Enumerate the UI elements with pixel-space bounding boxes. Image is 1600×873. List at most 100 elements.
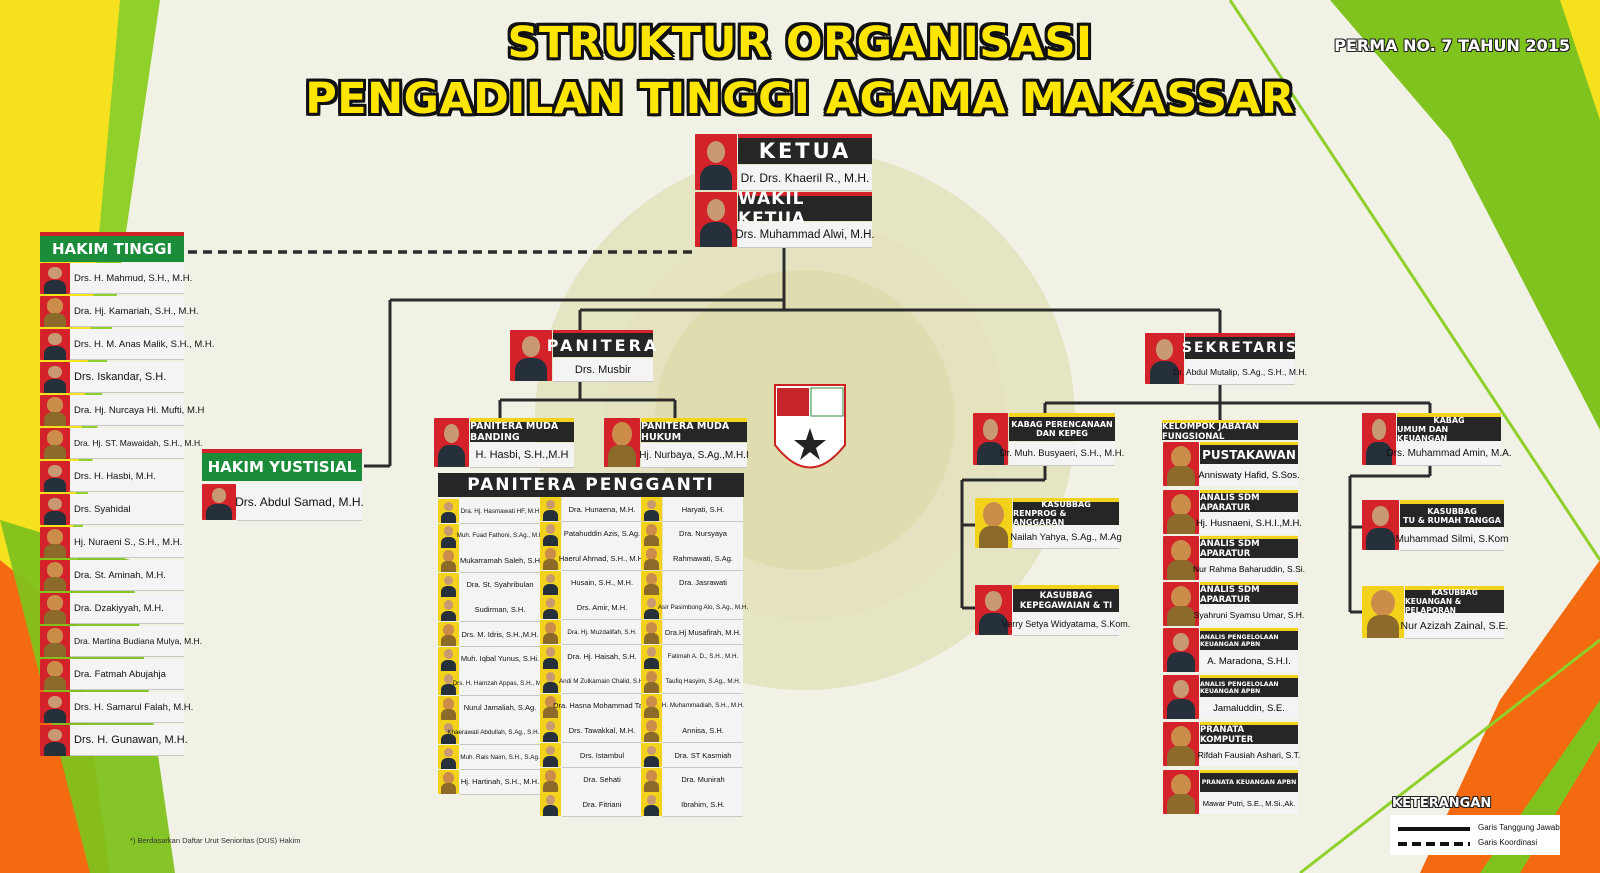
avatar — [1163, 582, 1199, 626]
legend-solid-label: Garis Tanggung Jawab — [1478, 823, 1560, 832]
member-name: Dra. Fatmah Abujahja — [70, 659, 184, 690]
member-name: Mukarramah Saleh, S.H — [460, 548, 540, 574]
avatar — [438, 499, 459, 523]
list-item: Drs. M. Idris, S.H.,M.H. — [438, 622, 541, 647]
member-name: Asir Pasimbong Alo, S.Ag., M.H. — [658, 595, 748, 621]
avatar — [438, 646, 459, 671]
panmud-banding-name: H. Hasbi, S.H.,M.H — [470, 443, 574, 468]
list-item: Drs. H. Hasbi, M.H. — [40, 461, 184, 492]
avatar — [641, 521, 662, 546]
avatar — [40, 461, 70, 492]
avatar — [438, 745, 459, 769]
kelompok-fungsional-label: KELOMPOK JABATAN FUNGSIONAL — [1162, 420, 1298, 442]
avatar — [438, 769, 459, 794]
list-item: Dra. Hj. ST. Mawaidah, S.H., M.H. — [40, 428, 202, 459]
avatar — [641, 546, 662, 571]
avatar — [1163, 536, 1199, 580]
member-name: Drs. Tawakkal, M.H. — [562, 718, 642, 744]
kasubbag-tu-photo — [1362, 500, 1399, 550]
list-item: Dra. Hj. Hasmawati HF, M.H — [438, 499, 541, 524]
kasubbag-renprog-label: KASUBBAG RENPROG & ANGGARAN — [1013, 498, 1119, 527]
ketua-label: KETUA — [738, 134, 872, 164]
avatar — [641, 743, 662, 767]
avatar — [540, 718, 561, 743]
kabag-umum-label: KABAG UMUM DAN KEUANGAN — [1397, 413, 1501, 443]
list-item: Dra. Nursyaya — [641, 521, 744, 547]
avatar — [40, 296, 70, 327]
avatar — [641, 570, 662, 595]
member-name: Drs. Iskandar, S.H. — [70, 362, 184, 393]
member-name: Dra. Hj. Hasmawati HF, M.H — [460, 499, 540, 524]
ketua-photo — [695, 134, 737, 190]
list-item: Muh. Iqbal Yunus, S.Hi. — [438, 646, 541, 672]
fungsional-name: A. Maradona, S.H.I. — [1200, 650, 1298, 672]
list-item: Dra. Hj. Muzdalifah, S.H. — [540, 620, 643, 645]
avatar — [438, 572, 459, 597]
member-name: Dra. Hj. Haisah, S.H. — [562, 644, 642, 670]
page-title-line1: STRUKTUR ORGANISASI — [507, 18, 1093, 68]
avatar — [540, 570, 561, 595]
kasubbag-keuangan-label-2: KEUANGAN & PELAPORAN — [1405, 597, 1462, 615]
hakim-tinggi-label: HAKIM TINGGI — [40, 232, 184, 262]
list-item: Hj. Nuraeni S., S.H., M.H. — [40, 527, 184, 558]
list-item: Dra. Dzakiyyah, M.H. — [40, 593, 184, 624]
member-name: Dra. Hj. Kamariah, S.H., M.H. — [70, 296, 199, 327]
list-item: Khaerawati Abdullah, S.Ag., S.H. M.H — [438, 720, 553, 746]
member-name: Fatimah A. D., S.H., M.H. — [663, 644, 743, 670]
list-item: Drs. H. Samarul Falah, M.H. — [40, 692, 193, 723]
kasubbag-kepegawaian-name: Verry Setya Widyatama, S.Kom. — [1002, 613, 1130, 636]
list-item: Asir Pasimbong Alo, S.Ag., M.H. — [641, 595, 748, 621]
panitera-pengganti-label: PANITERA PENGGANTI — [438, 473, 744, 497]
member-name: Hj. Hartinah, S.H., M.H. — [460, 769, 540, 795]
kabag-umum-label-2: UMUM DAN KEUANGAN — [1397, 424, 1449, 443]
kasubbag-keuangan-photo — [1362, 586, 1404, 638]
member-name: Dra. Hunaena, M.H. — [562, 497, 642, 522]
footnote: *) Berdasarkan Daftar Urut Senioritas (D… — [130, 836, 301, 845]
member-name: Nurul Jamaliah, S.Ag. — [460, 695, 540, 721]
list-item: Dra. Hj. Haisah, S.H. — [540, 644, 643, 670]
sekretaris-name: Dr. Abdul Mutalip, S.Ag., S.H., M.H. — [1173, 360, 1307, 385]
fungsional-name: Rifdah Fausiah Ashari, S.T. — [1198, 744, 1300, 766]
list-item: Drs. Iskandar, S.H. — [40, 362, 184, 393]
kasubbag-kepegawaian-label: KASUBBAG KEPEGAWAIAN & TI — [1013, 585, 1119, 612]
avatar — [540, 620, 561, 644]
member-name: Dra. Hj. ST. Mawaidah, S.H., M.H. — [70, 428, 202, 459]
fungsional-role: ANALIS SDM APARATUR — [1200, 536, 1298, 559]
member-name: Dra. Nursyaya — [663, 521, 743, 547]
avatar — [540, 521, 561, 546]
fungsional-name: Hj. Husnaeni, S.H.I.,M.H. — [1196, 512, 1302, 534]
avatar — [641, 792, 662, 817]
list-item: Drs. H. Mahmud, S.H., M.H. — [40, 263, 192, 294]
list-item: Haryati, S.H. — [641, 497, 744, 522]
member-name: Dra.Hj Musafirah, M.H. — [663, 620, 743, 645]
legend-title: KETERANGAN — [1392, 796, 1492, 811]
fungsional-role: PUSTAKAWAN — [1200, 442, 1298, 464]
fungsional-name: Anniswaty Hafid, S.Sos. — [1198, 464, 1300, 486]
list-item: Fatimah A. D., S.H., M.H. — [641, 644, 744, 670]
member-name: Sudirman, S.H. — [460, 597, 540, 623]
panmud-banding-label: PANITERA MUDA BANDING — [470, 418, 574, 443]
kabag-umum-label-1: KABAG — [1433, 415, 1465, 425]
member-name: Rahmawati, S.Ag. — [663, 546, 743, 572]
list-item: Sudirman, S.H. — [438, 597, 541, 623]
panmud-hukum-name: Hj. Nurbaya, S.Ag.,M.H.I — [639, 443, 749, 468]
member-name: Drs. Amir, M.H. — [562, 595, 642, 621]
member-name: Drs. H. Mahmud, S.H., M.H. — [70, 263, 192, 294]
kasubbag-kepegawaian-photo — [975, 585, 1012, 635]
kasubbag-tu-label-1: KASUBBAG — [1427, 506, 1477, 516]
list-item: Muh. Rais Naim, S.H., S.Ag. — [438, 745, 541, 770]
avatar — [40, 560, 70, 591]
list-item: Mukarramah Saleh, S.H — [438, 548, 541, 574]
page-title-line2: PENGADILAN TINGGI AGAMA MAKASSAR — [305, 74, 1295, 124]
member-name: Andi M Zulkarnain Chalid, S.H. — [559, 669, 645, 695]
member-name: Dra. Sehati — [562, 767, 642, 793]
member-name: Muh. Fuad Fathoni, S.Ag., M.H — [457, 523, 543, 549]
avatar — [641, 644, 662, 669]
member-name: Dra. Hj. Muzdalifah, S.H. — [562, 620, 642, 645]
member-name: Annisa, S.H. — [663, 718, 743, 744]
member-name: Drs. H. M. Anas Malik, S.H., M.H. — [70, 329, 214, 360]
legend-solid-line — [1398, 827, 1470, 831]
member-name: H. Muhammadiah, S.H., M.H. — [662, 693, 744, 719]
kasubbag-kepegawaian-label-1: KASUBBAG — [1039, 590, 1093, 601]
